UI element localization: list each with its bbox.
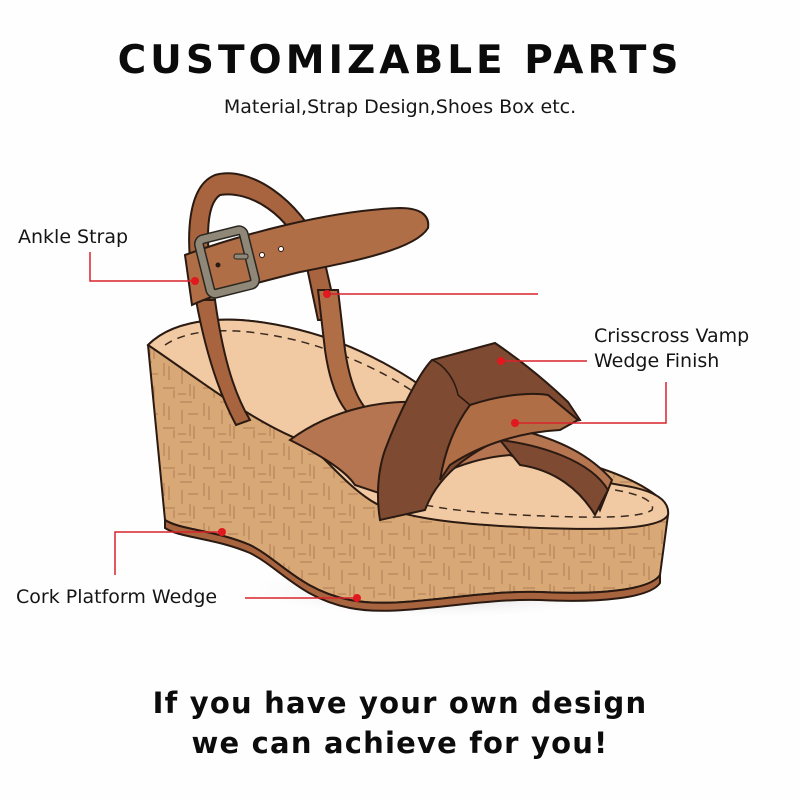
- vamp-fold: [431, 359, 471, 406]
- page-title: CUSTOMIZABLE PARTS: [117, 38, 683, 83]
- outsole-edge: [164, 518, 661, 612]
- leader-dot-icon: [511, 419, 519, 427]
- callout-cork-platform-wedge: Cork Platform Wedge: [16, 586, 218, 608]
- vamp-right-band: [497, 438, 610, 518]
- strap-hole: [278, 246, 284, 252]
- leader-ankle-strap: [89, 252, 195, 282]
- leader-dot-icon: [497, 357, 505, 365]
- cta-line-2: we can achieve for you!: [191, 726, 609, 760]
- callout-crisscross-vamp: Crisscross Vamp: [594, 325, 750, 347]
- leader-dots: [191, 277, 519, 602]
- callout-ankle-strap: Ankle Strap: [18, 226, 129, 248]
- leader-dot-icon: [353, 594, 361, 602]
- page-subtitle: Material,Strap Design,Shoes Box etc.: [223, 96, 577, 118]
- leader-cork-platform: [114, 531, 222, 575]
- leader-dot-icon: [218, 528, 226, 536]
- cta-line-1: If you have your own design: [152, 686, 648, 720]
- leader-wedge-finish: [515, 382, 667, 424]
- leader-lines: [89, 252, 667, 599]
- vamp-front-panel: [439, 392, 580, 481]
- quarter-strap: [194, 299, 252, 427]
- callout-wedge-finish: Wedge Finish: [594, 350, 720, 372]
- leader-dot-icon: [191, 277, 199, 285]
- strap-hole: [259, 252, 265, 258]
- buckle-icon: [193, 225, 261, 299]
- leader-dot-icon: [323, 290, 331, 298]
